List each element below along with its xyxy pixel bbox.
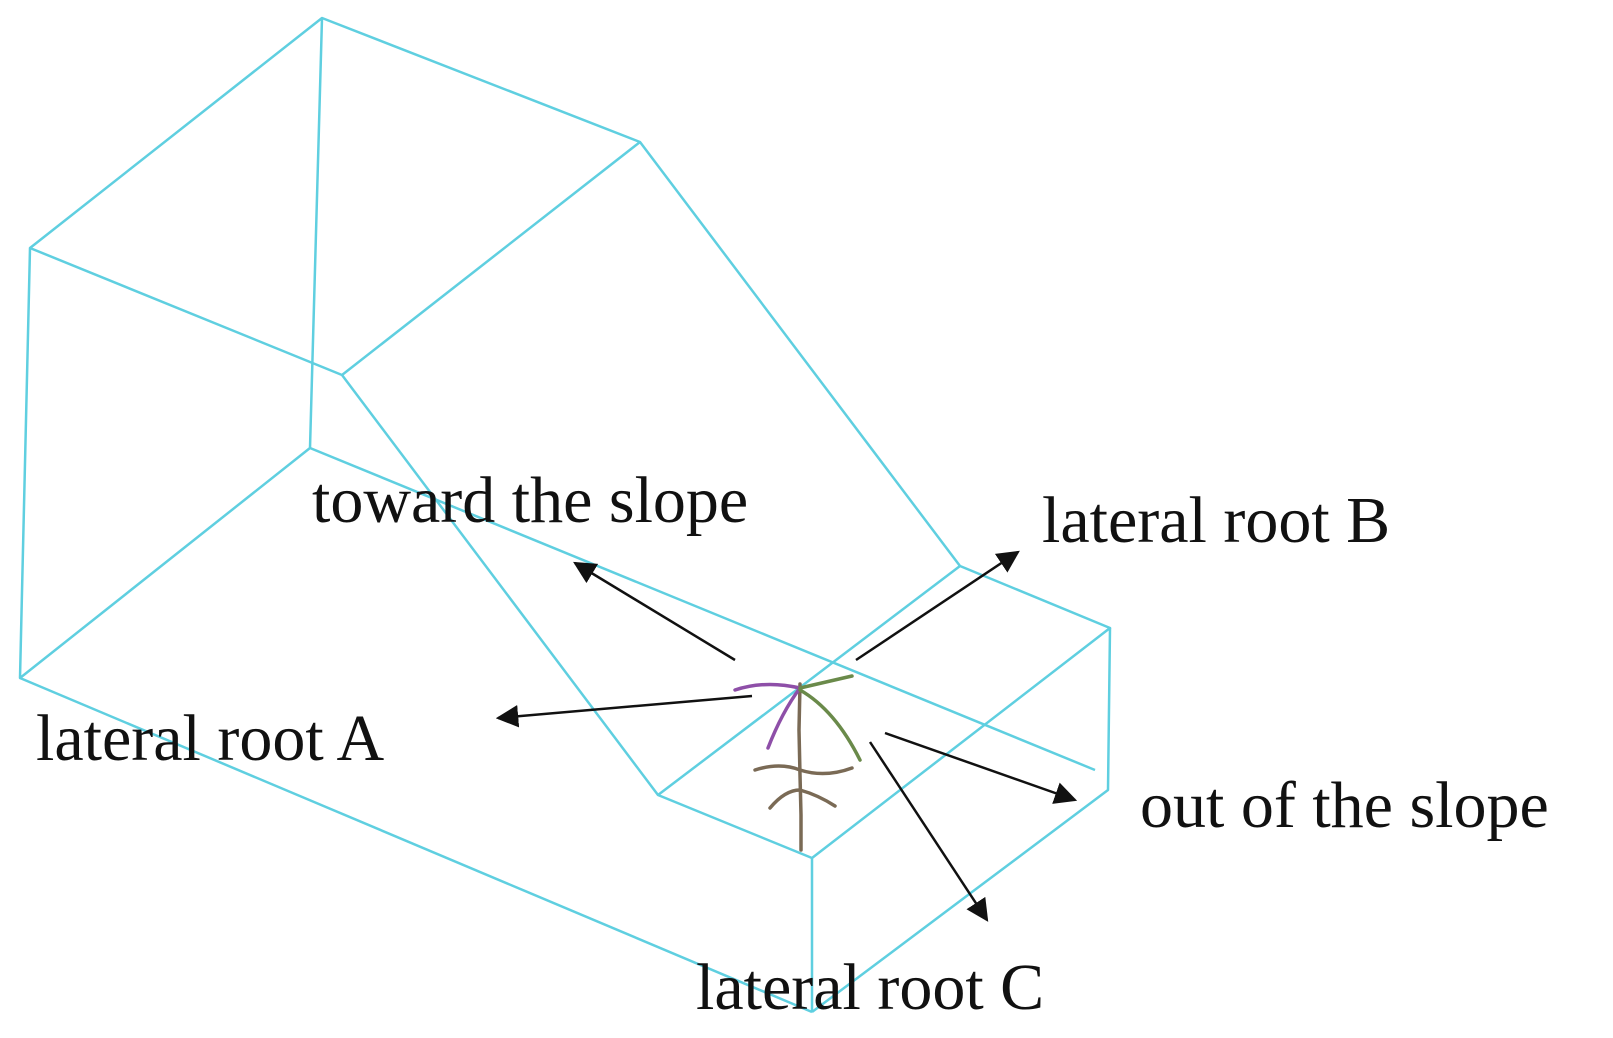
label-toward-slope: toward the slope: [312, 464, 749, 537]
front-face-outline: [29, 16, 1112, 860]
root-system: [733, 674, 862, 852]
bench-front-edge: [657, 565, 961, 796]
label-lateral-root-a: lateral root A: [36, 702, 385, 775]
arrow-lateral-root-c: [868, 741, 989, 922]
slope-top-edge: [341, 141, 641, 376]
arrow-out-of-slope: [884, 731, 1078, 804]
base-back-edge: [309, 446, 1096, 772]
label-lateral-root-b: lateral root B: [1042, 484, 1391, 557]
main-root: [797, 682, 803, 852]
slope-wireframe: [18, 16, 1112, 1014]
label-out-of-slope: out of the slope: [1140, 769, 1549, 842]
base-left-edge: [19, 676, 813, 1014]
arrow-toward-slope: [573, 561, 736, 662]
arrow-lateral-root-b: [855, 550, 1020, 662]
arrow-lateral-root-a: [495, 694, 753, 728]
root-branch-right: [798, 674, 862, 762]
root-branch-lower: [753, 764, 854, 810]
label-lateral-root-c: lateral root C: [696, 951, 1045, 1024]
base-right-edge: [811, 627, 1112, 1013]
direction-arrows: [495, 550, 1078, 922]
